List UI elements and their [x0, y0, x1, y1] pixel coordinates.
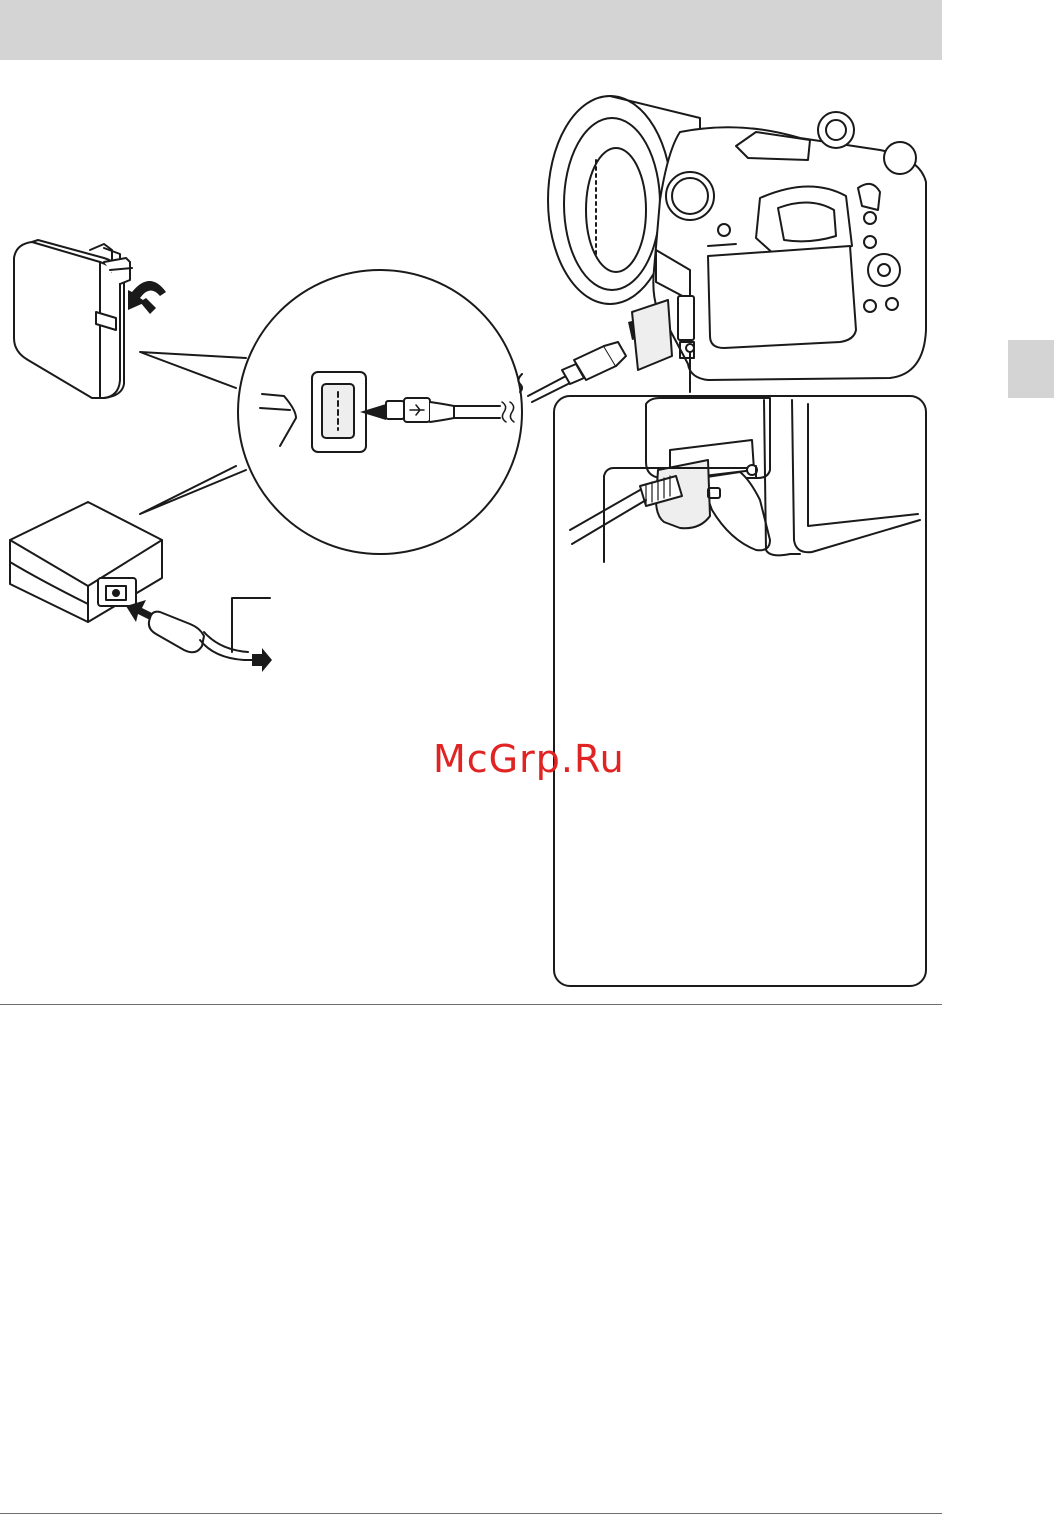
ac-adapter-plug: [14, 240, 132, 398]
footer-divider: [0, 1513, 942, 1514]
power-cord: [149, 598, 270, 660]
section-divider: [0, 1004, 942, 1005]
usb-port-zoom: [140, 270, 522, 554]
section-index-tab: [1008, 340, 1054, 398]
usb-cable: [518, 342, 626, 402]
charging-illustration: [0, 60, 942, 1000]
multi-usb-terminal-inset: [554, 396, 926, 986]
to-outlet-arrow-icon: [252, 648, 272, 672]
fold-plug-arrow-icon: [128, 281, 166, 314]
watermark: McGrp.Ru: [433, 737, 625, 781]
header-bar: [0, 0, 942, 60]
